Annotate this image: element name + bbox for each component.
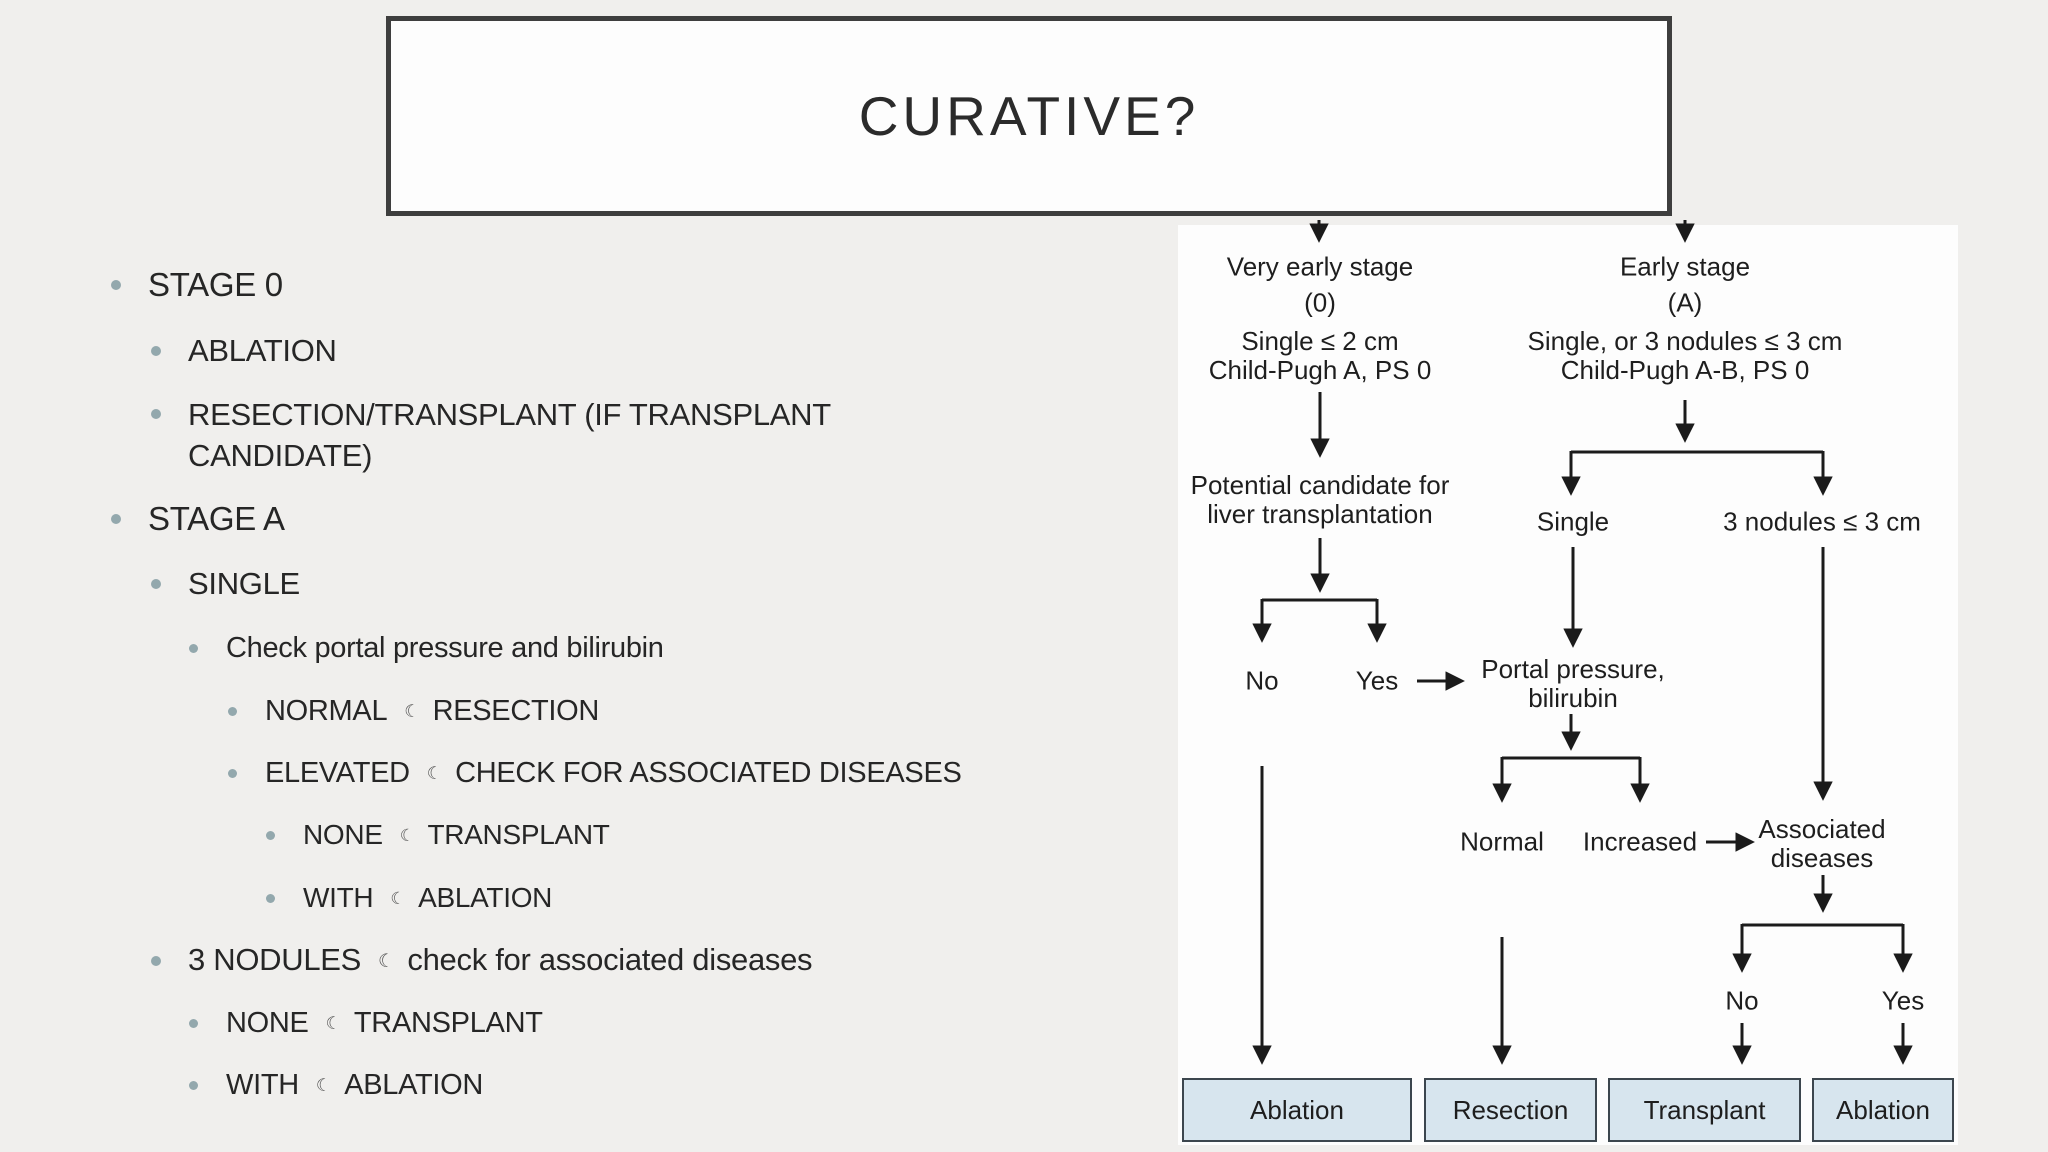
flowchart-node-three-nodules: 3 nodules ≤ 3 cm (1723, 506, 1921, 537)
outcome-box: Ablation (1182, 1078, 1412, 1142)
bullet-icon (189, 1018, 198, 1028)
flowchart-node-yes-1: Yes (1355, 665, 1399, 696)
list-item-text: TRANSPLANT (353, 1007, 543, 1039)
moon-icon: ☾ (399, 825, 415, 845)
list-item-text: ELEVATED (265, 757, 410, 789)
list-item-text: ABLATION (344, 1069, 484, 1101)
list-item-text: ABLATION (188, 333, 337, 368)
slide-title-box: CURATIVE? (386, 16, 1672, 216)
list-item-text: SINGLE (188, 566, 300, 601)
list-item-text: TRANSPLANT (427, 819, 610, 851)
list-item-text: RESECTION/TRANSPLANT (IF TRANSPLANT CAND… (188, 397, 831, 473)
bullet-icon (228, 768, 237, 778)
flowchart-node-very-early-criteria: Single ≤ 2 cm Child-Pugh A, PS 0 (1208, 326, 1432, 385)
slide-title: CURATIVE? (858, 85, 1200, 147)
outcome-box: Ablation (1812, 1078, 1954, 1142)
flowchart-node-early-stage: (A) (1667, 287, 1703, 318)
flowchart-node-transplant-candidate: Potential candidate for liver transplant… (1190, 470, 1450, 529)
list-item: RESECTION/TRANSPLANT (IF TRANSPLANT CAND… (151, 394, 888, 476)
list-item-text: Check portal pressure and bilirubin (226, 632, 664, 664)
list-item: NONE ☾ TRANSPLANT (266, 815, 610, 855)
list-item: SINGLE (151, 564, 300, 604)
moon-icon: ☾ (404, 701, 420, 722)
flowchart-node-normal: Normal (1460, 826, 1544, 857)
bullet-icon (151, 579, 161, 589)
flowchart-node-early-criteria: Single, or 3 nodules ≤ 3 cm Child-Pugh A… (1527, 326, 1843, 385)
flowchart-node-no-1: No (1245, 665, 1279, 696)
flowchart-node-increased: Increased (1582, 826, 1698, 857)
moon-icon: ☾ (325, 1013, 342, 1034)
list-item-text: NORMAL (265, 695, 388, 727)
bullet-icon (266, 830, 275, 840)
outcome-box: Resection (1424, 1078, 1597, 1142)
bullet-icon (189, 643, 198, 653)
list-item: ABLATION (151, 331, 337, 371)
flowchart-node-no-2: No (1725, 985, 1759, 1016)
flowchart-panel (1178, 225, 1958, 1145)
list-item: ELEVATED ☾ CHECK FOR ASSOCIATED DISEASES (228, 753, 962, 794)
list-item: WITH ☾ ABLATION (266, 878, 553, 918)
list-item: STAGE 0 (111, 265, 283, 305)
list-item-text: STAGE 0 (148, 266, 283, 303)
list-item-text: ABLATION (418, 882, 553, 914)
list-item-text: NONE (226, 1007, 309, 1039)
list-item-text: RESECTION (432, 695, 600, 727)
flowchart-node-yes-2: Yes (1881, 985, 1925, 1016)
list-item-text: NONE (303, 819, 383, 851)
moon-icon: ☾ (315, 1075, 332, 1096)
bullet-icon (151, 409, 161, 419)
list-item: STAGE A (111, 499, 285, 539)
list-item-text: 3 NODULES (188, 942, 362, 977)
bullet-icon (151, 346, 161, 356)
moon-icon: ☾ (390, 888, 406, 908)
list-item: Check portal pressure and bilirubin (189, 628, 664, 668)
flowchart-node-portal: Portal pressure, bilirubin (1481, 654, 1665, 713)
flowchart-node-single: Single (1536, 506, 1610, 537)
bullet-icon (189, 1080, 198, 1090)
bullet-icon (111, 514, 121, 524)
list-item: NONE ☾ TRANSPLANT (189, 1003, 543, 1044)
bullet-icon (228, 706, 237, 716)
bullet-icon (111, 280, 121, 290)
flowchart-node-early-title: Early stage (1619, 251, 1751, 282)
moon-icon: ☾ (426, 763, 443, 784)
flowchart-node-associated: Associated diseases (1758, 814, 1886, 873)
bullet-icon (266, 893, 275, 903)
moon-icon: ☾ (378, 950, 395, 972)
bullet-icon (151, 955, 161, 966)
list-item-text: CHECK FOR ASSOCIATED DISEASES (455, 757, 962, 789)
list-item: 3 NODULES ☾ check for associated diseases (151, 940, 813, 982)
list-item-text: WITH (226, 1069, 299, 1101)
list-item: NORMAL ☾ RESECTION (228, 691, 600, 732)
list-item-text: STAGE A (148, 500, 285, 537)
flowchart-node-very-early-title: Very early stage (1226, 251, 1414, 282)
list-item-text: check for associated diseases (407, 942, 813, 977)
list-item-text: WITH (303, 882, 374, 914)
outcome-box: Transplant (1608, 1078, 1801, 1142)
list-item: WITH ☾ ABLATION (189, 1065, 484, 1106)
flowchart-node-very-early-stage: (0) (1304, 287, 1336, 318)
